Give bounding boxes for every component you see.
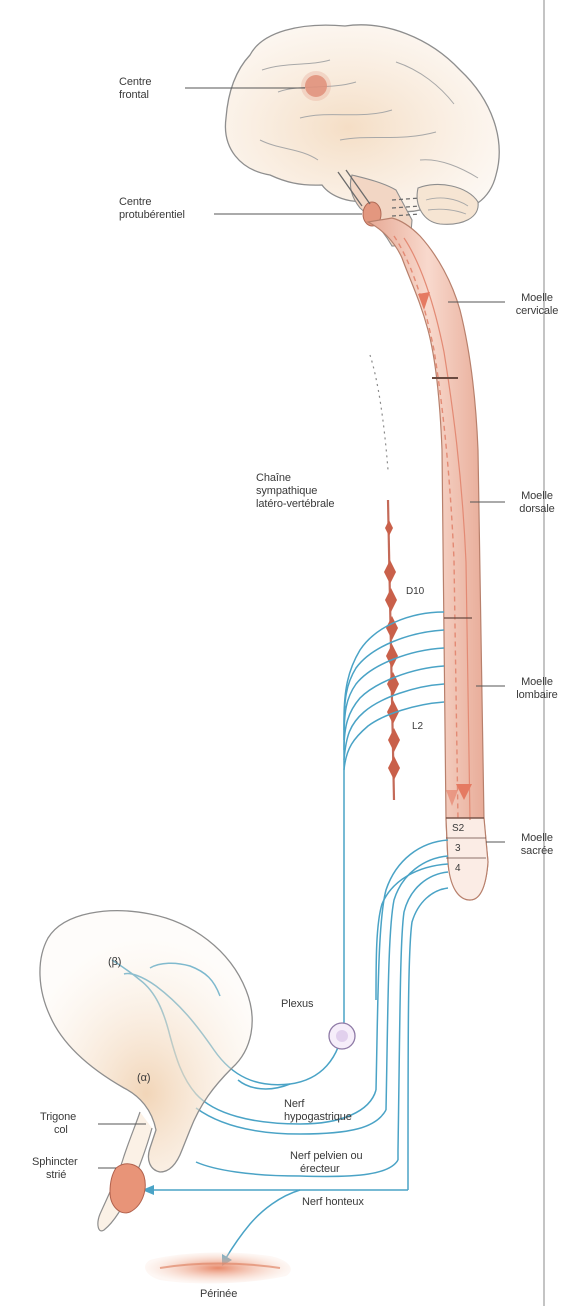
- label-moelle-lombaire: Moelle lombaire: [505, 676, 569, 702]
- perinee-muscle: [145, 1253, 291, 1284]
- label-chaine-sympathique: Chaîne sympathique latéro-vertébrale: [256, 472, 334, 511]
- label-moelle-sacree: Moelle sacrée: [505, 832, 569, 858]
- label-centre-frontal: Centre frontal: [119, 76, 151, 102]
- label-level-d10: D10: [406, 585, 424, 598]
- label-perinee: Périnée: [200, 1288, 237, 1301]
- bladder: [40, 911, 252, 1231]
- label-beta: (β): [108, 956, 121, 969]
- label-nerf-hypogastrique: Nerf hypogastrique: [284, 1098, 352, 1124]
- label-level-3: 3: [455, 842, 460, 855]
- label-nerf-honteux: Nerf honteux: [302, 1196, 364, 1209]
- label-centre-protuberentiel: Centre protubérentiel: [119, 196, 185, 222]
- label-level-l2: L2: [412, 720, 423, 733]
- brain: [225, 25, 499, 246]
- striated-sphincter: [110, 1164, 145, 1213]
- label-level-s2: S2: [452, 822, 464, 835]
- sympathetic-chain: [370, 355, 400, 800]
- label-plexus: Plexus: [281, 998, 313, 1011]
- label-sphincter-strie: Sphincter strié: [32, 1156, 78, 1182]
- label-nerf-pelvien: Nerf pelvien ou érecteur: [290, 1150, 363, 1176]
- label-alpha: (α): [137, 1072, 150, 1085]
- label-level-4: 4: [455, 862, 460, 875]
- spinal-cord: [368, 218, 488, 900]
- label-moelle-cervicale: Moelle cervicale: [505, 292, 569, 318]
- label-moelle-dorsale: Moelle dorsale: [505, 490, 569, 516]
- label-trigone-col: Trigone col: [40, 1111, 76, 1137]
